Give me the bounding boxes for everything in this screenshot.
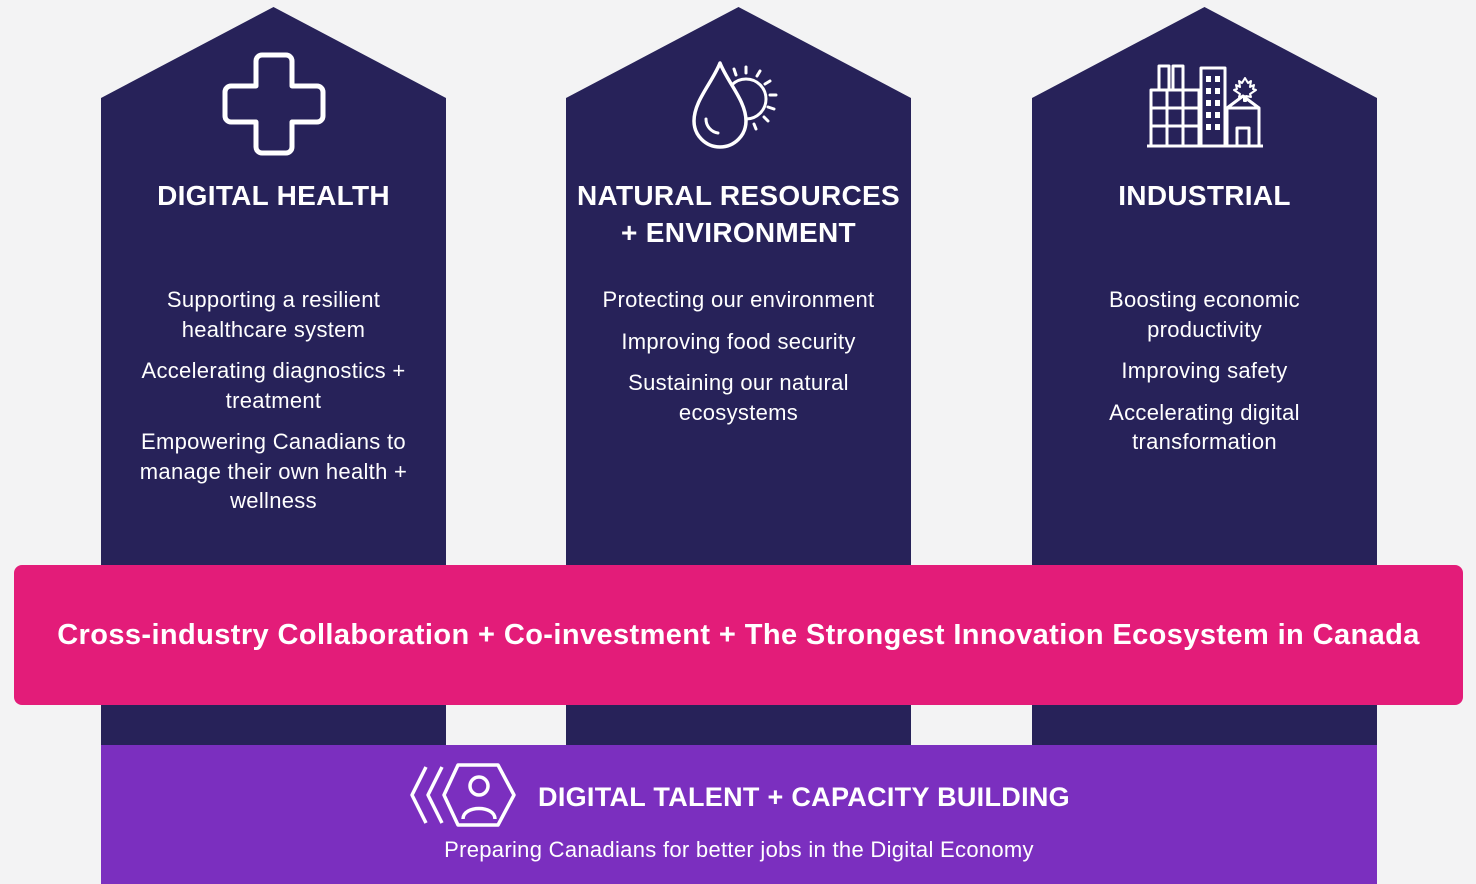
pillar-natural-resources: NATURAL RESOURCES + ENVIRONMENT Protecti… bbox=[566, 7, 911, 567]
water-drop-sun-icon bbox=[566, 49, 911, 159]
pillar-item: Accelerating digital transformation bbox=[1109, 399, 1300, 455]
pillar-item-list: Protecting our environment Improving foo… bbox=[586, 285, 891, 439]
medical-cross-icon bbox=[101, 49, 446, 159]
pillar-item: Empowering Canadians to manage their own… bbox=[139, 429, 408, 513]
pillar-title: INDUSTRIAL bbox=[1118, 180, 1291, 211]
industrial-buildings-icon bbox=[1032, 49, 1377, 159]
pillar-item-list: Supporting a resilient healthcare system… bbox=[121, 285, 426, 528]
talent-people-hexagon-icon bbox=[408, 759, 520, 836]
pillar-digital-health: DIGITAL HEALTH Supporting a resilient he… bbox=[101, 7, 446, 567]
collaboration-band-text: Cross-industry Collaboration + Co-invest… bbox=[57, 618, 1420, 651]
foundation-title: DIGITAL TALENT + CAPACITY BUILDING bbox=[538, 782, 1070, 812]
pillar-title: DIGITAL HEALTH bbox=[157, 180, 390, 211]
foundation-banner: DIGITAL TALENT + CAPACITY BUILDING Prepa… bbox=[101, 745, 1377, 884]
foundation-heading: DIGITAL TALENT + CAPACITY BUILDING bbox=[101, 759, 1377, 836]
pillar-item: Improving safety bbox=[1121, 358, 1288, 383]
pillar-item: Accelerating diagnostics + treatment bbox=[141, 358, 406, 413]
pillar-title: NATURAL RESOURCES + ENVIRONMENT bbox=[577, 180, 900, 248]
collaboration-band: Cross-industry Collaboration + Co-invest… bbox=[14, 565, 1463, 705]
pillar-item-list: Boosting economic productivity Improving… bbox=[1052, 285, 1357, 469]
pillar-item: Improving food security bbox=[621, 328, 856, 354]
pillar-item: Sustaining our natural ecosystems bbox=[628, 370, 849, 425]
pillar-industrial: INDUSTRIAL Boosting economic productivit… bbox=[1032, 7, 1377, 567]
pillar-item: Boosting economic productivity bbox=[1109, 287, 1300, 342]
pillar-item: Protecting our environment bbox=[602, 287, 875, 312]
foundation-subtitle: Preparing Canadians for better jobs in t… bbox=[444, 837, 1034, 862]
pillar-item: Supporting a resilient healthcare system bbox=[166, 287, 381, 342]
